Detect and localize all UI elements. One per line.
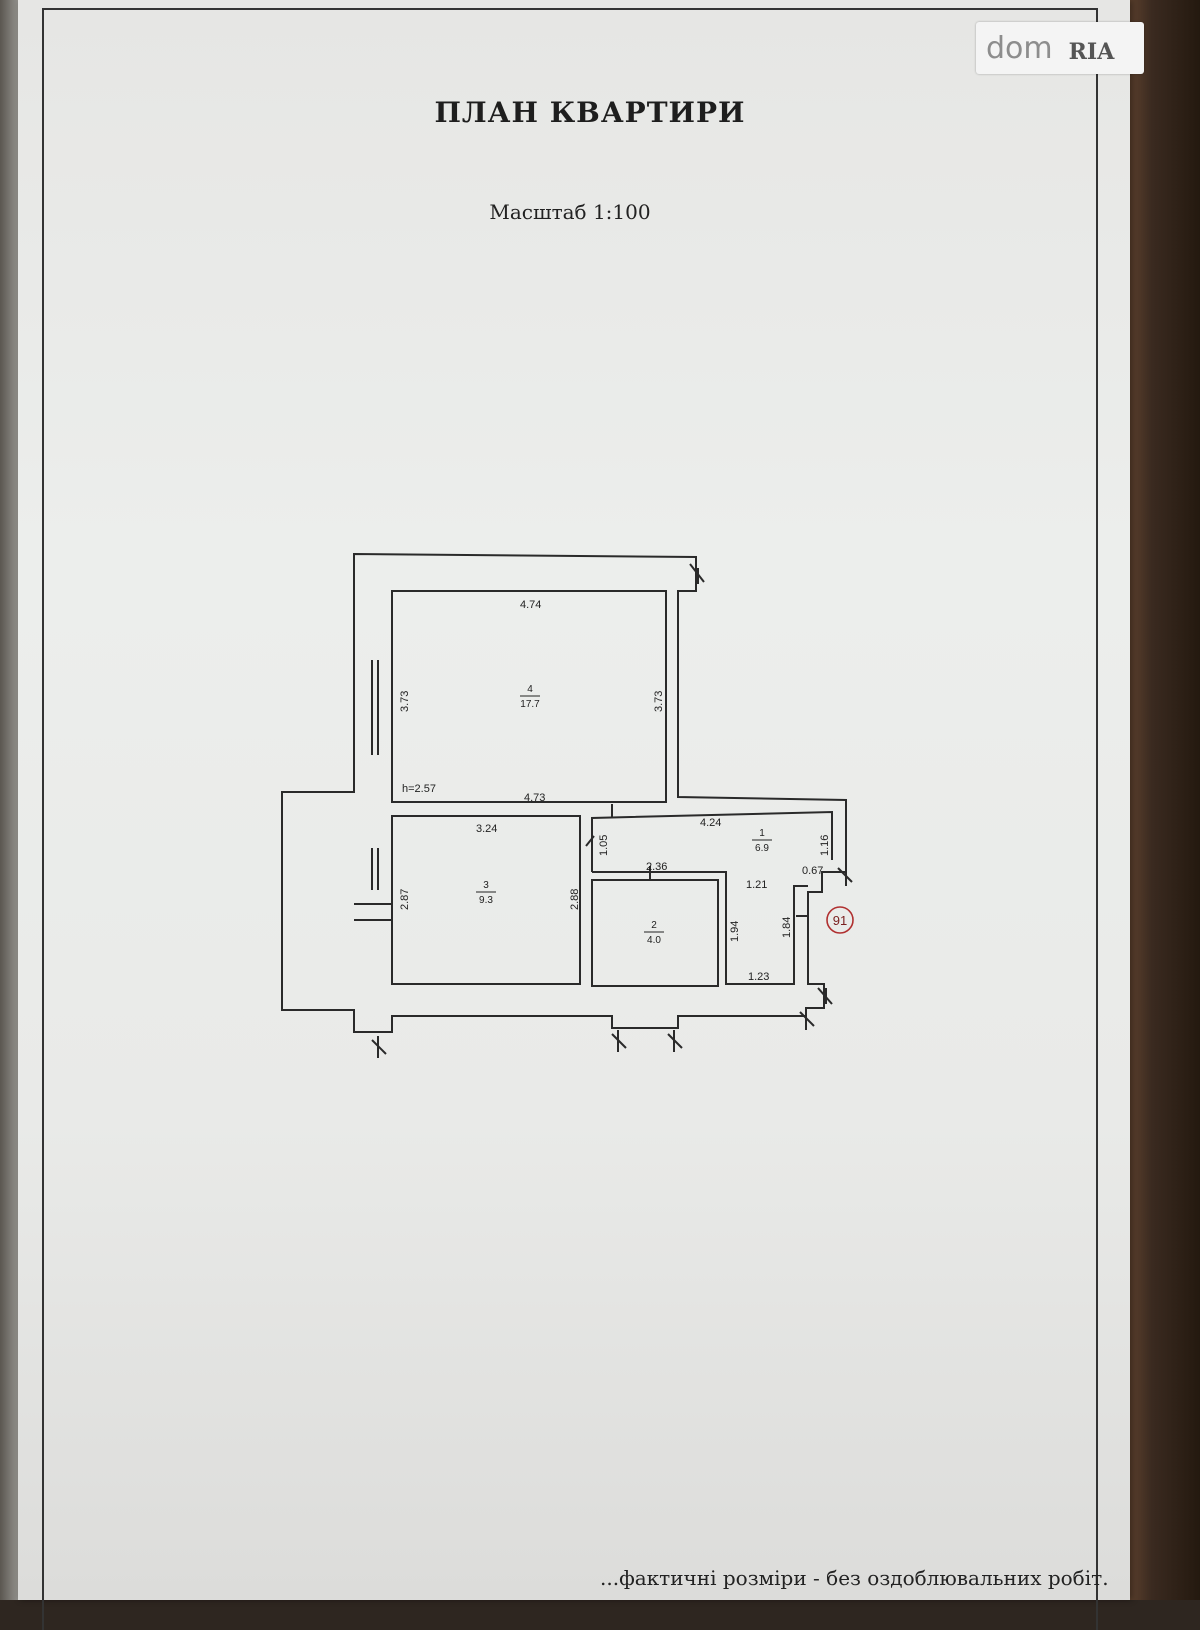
room-4-area: 17.7 (520, 699, 540, 710)
room-4-outline (391, 590, 667, 803)
dim-hall-width: 1.21 (746, 879, 767, 891)
dim-room4-right: 3.73 (653, 691, 665, 712)
document-title: ПЛАН КВАРТИРИ (434, 96, 746, 129)
logo-dom-text: dom (986, 30, 1053, 66)
dim-hall-step: 0.67 (802, 865, 823, 877)
dim-room4-top: 4.74 (520, 599, 541, 611)
scale-label: Масштаб 1:100 (489, 200, 651, 224)
dim-hall-wall: 1.05 (598, 835, 610, 856)
footer-note: ...фактичні розміри - без оздоблювальних… (600, 1566, 1109, 1590)
dim-entry-depth: 1.84 (781, 917, 793, 938)
dim-hall-top: 4.24 (700, 817, 721, 829)
room-1-outline (591, 810, 833, 985)
room-4-number: 4 (527, 684, 533, 695)
room-3-number: 3 (483, 880, 489, 891)
dim-room4-left: 3.73 (399, 691, 411, 712)
dim-room2-right: 1.94 (729, 921, 741, 942)
dim-hall-bottom: 1.23 (748, 971, 769, 983)
dim-room3-left: 2.87 (399, 889, 411, 910)
dim-room4-bottom: 4.73 (524, 792, 545, 804)
dim-hall-right: 1.16 (819, 835, 831, 856)
apartment-number-stamp: 91 (826, 906, 854, 934)
dim-room3-top: 3.24 (476, 823, 497, 835)
page-frame (42, 8, 1098, 1630)
paper-sheet (18, 0, 1130, 1600)
logo-ria-text: RIA (1068, 39, 1115, 65)
ceiling-height: h=2.57 (402, 783, 436, 795)
room-1-area: 6.9 (755, 843, 769, 854)
room-2-outline (591, 879, 719, 987)
watermark-logo: dom RIA (976, 22, 1144, 74)
dim-room2-top: 2.36 (646, 861, 667, 873)
room-1-number: 1 (759, 828, 765, 839)
dim-room3-right: 2.88 (569, 889, 581, 910)
outer-wall (281, 552, 847, 1033)
background-table-edge (1120, 0, 1200, 1600)
room-2-number: 2 (651, 920, 657, 931)
stamp-number: 91 (833, 913, 847, 928)
room-3-area: 9.3 (479, 895, 493, 906)
room-3-outline (391, 815, 581, 985)
room-2-area: 4.0 (647, 935, 661, 946)
